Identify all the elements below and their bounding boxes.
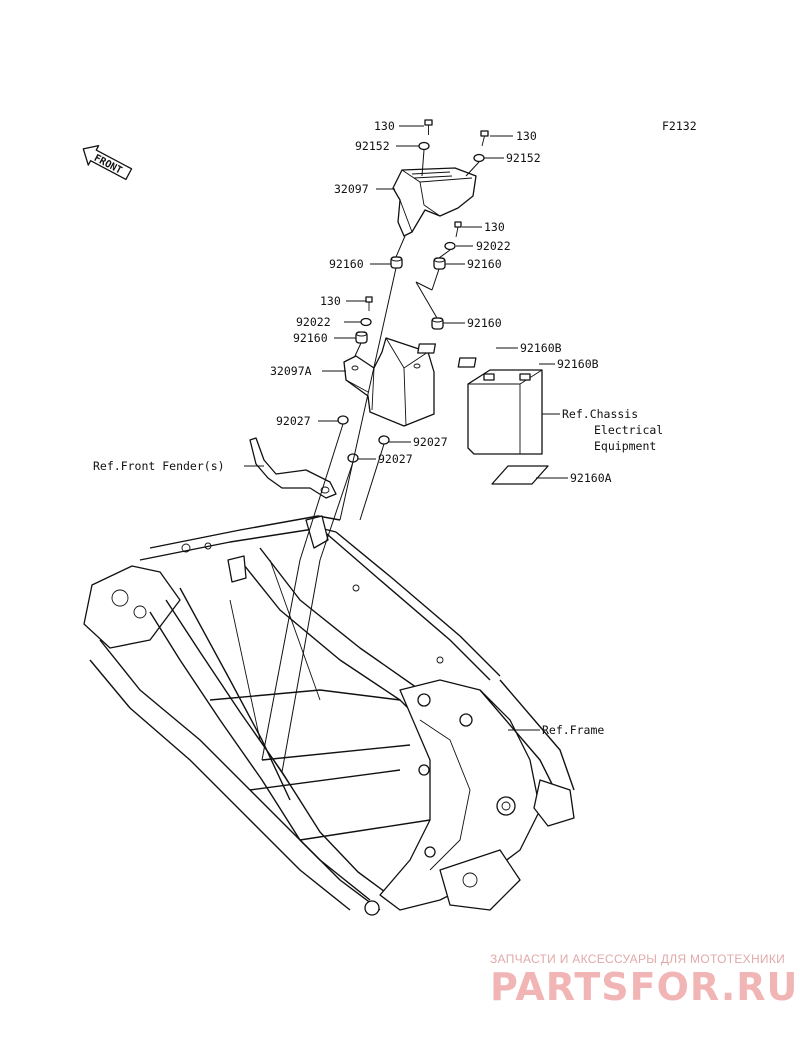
ref-front-fender: Ref.Front Fender(s) xyxy=(93,459,225,473)
callout-92160-d: 92160 xyxy=(293,331,328,345)
washer-92022-a xyxy=(444,241,456,251)
callout-92160-a: 92160 xyxy=(329,257,364,271)
callout-130-d: 130 xyxy=(320,294,341,308)
guide-lines xyxy=(244,125,568,773)
figure-code: F2132 xyxy=(662,119,697,133)
callout-92160-c: 92160 xyxy=(467,316,502,330)
callout-130-c: 130 xyxy=(484,220,505,234)
washer-92022-b xyxy=(360,317,372,327)
bolt-130-c xyxy=(454,221,462,238)
bracket-32097 xyxy=(392,167,477,237)
callout-92152-a: 92152 xyxy=(355,139,390,153)
callout-32097: 32097 xyxy=(334,182,369,196)
ref-chassis-line3: Equipment xyxy=(594,439,656,453)
callout-labels: 130 92152 130 92152 32097 130 92022 9216… xyxy=(270,119,612,485)
bolt-130-b xyxy=(480,130,489,147)
washer-92152-b xyxy=(473,153,485,163)
front-arrow-icon: FRONT xyxy=(82,144,133,181)
callout-130-b: 130 xyxy=(516,129,537,143)
motorcycle-frame xyxy=(83,515,575,916)
grommet-92160-d xyxy=(355,331,368,344)
collar-92027-a xyxy=(337,415,349,425)
watermark: ЗАПЧАСТИ И АКСЕССУАРЫ ДЛЯ МОТОТЕХНИКИ PA… xyxy=(490,952,798,1009)
bolt-130-a xyxy=(424,119,433,135)
callout-92022-b: 92022 xyxy=(296,315,331,329)
callout-92027-b: 92027 xyxy=(413,435,448,449)
callout-92027-a: 92027 xyxy=(276,414,311,428)
pad-92160B-b xyxy=(457,357,477,368)
pad-92160B-a xyxy=(417,343,437,354)
battery xyxy=(467,369,543,455)
reference-labels: Ref.Chassis Electrical Equipment Ref.Fro… xyxy=(93,407,663,737)
callout-32097A: 32097A xyxy=(270,364,312,378)
callout-130-a: 130 xyxy=(374,119,395,133)
callout-92160B-a: 92160B xyxy=(520,341,562,355)
front-fender-bracket xyxy=(249,437,337,499)
grommet-92160-b xyxy=(433,257,446,270)
collar-92027-b xyxy=(378,435,390,445)
callout-92022-a: 92022 xyxy=(476,239,511,253)
callout-92160-b: 92160 xyxy=(467,257,502,271)
washer-92152-a xyxy=(418,141,430,151)
grommet-92160-c xyxy=(431,317,444,330)
grommet-92160-a xyxy=(390,256,403,269)
ref-frame: Ref.Frame xyxy=(542,723,604,737)
ref-chassis-line2: Electrical xyxy=(594,423,663,437)
pad-92160A xyxy=(491,465,549,485)
watermark-tagline: ЗАПЧАСТИ И АКСЕССУАРЫ ДЛЯ МОТОТЕХНИКИ xyxy=(490,952,785,966)
bolt-130-d xyxy=(365,296,373,311)
callout-92160A: 92160A xyxy=(570,471,612,485)
callout-92027-c: 92027 xyxy=(378,452,413,466)
callout-92160B-b: 92160B xyxy=(557,357,599,371)
ref-chassis-line1: Ref.Chassis xyxy=(562,407,638,421)
bracket-32097A xyxy=(343,337,435,427)
watermark-brand: PARTSFOR.RU xyxy=(490,965,798,1009)
callout-92152-b: 92152 xyxy=(506,151,541,165)
